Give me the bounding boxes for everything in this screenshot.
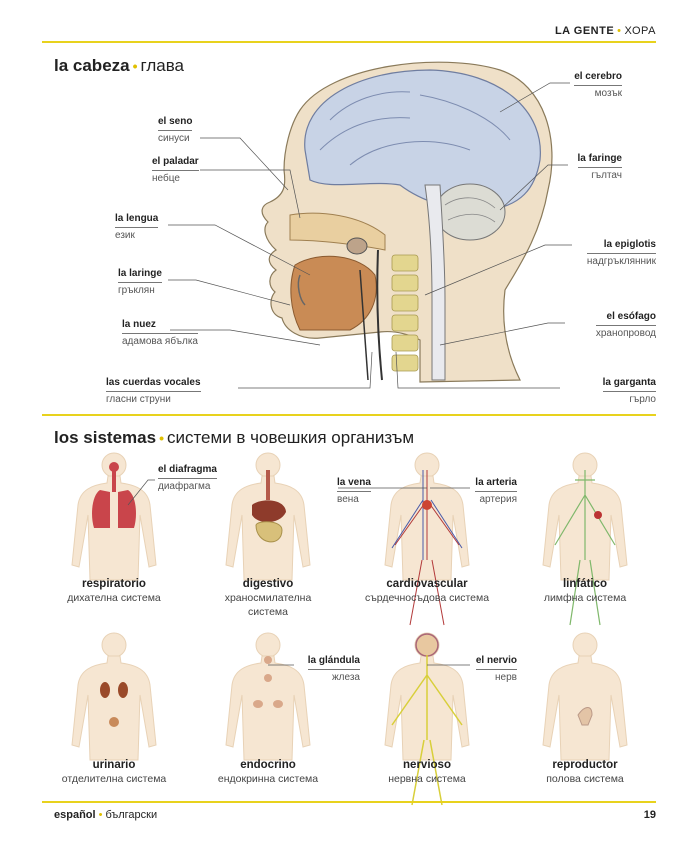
section-es: LA GENTE: [554, 25, 615, 37]
footer-lang-es: español: [54, 809, 96, 821]
separator-dot: •: [617, 25, 622, 37]
section-header: LA GENTE•ХОРА: [555, 25, 656, 37]
separator-dot: •: [132, 58, 138, 74]
digestive-organs: [252, 470, 286, 543]
mid-rule: [42, 414, 656, 416]
glands: [253, 656, 283, 708]
head-title-bg: глава: [140, 56, 185, 75]
brain: [304, 69, 541, 211]
lungs: [92, 462, 136, 528]
head-title-es: la cabeza: [54, 56, 130, 75]
reproductive-organs: [577, 707, 593, 726]
section-bg: ХОРА: [624, 25, 656, 37]
spinal-cord: [424, 184, 446, 381]
systems-title: los sistemas•системи в човешкия организъ…: [54, 428, 414, 448]
bottom-rule: [42, 801, 656, 803]
separator-dot: •: [159, 430, 164, 446]
tongue: [290, 255, 377, 331]
top-rule: [42, 41, 656, 43]
footer-language: español•български: [54, 809, 157, 821]
systems-title-bg: системи в човешкия организъм: [166, 428, 415, 447]
nerves: [391, 633, 463, 806]
blood-vessels: [391, 470, 463, 626]
lymph-vessels: [554, 470, 616, 626]
kidneys: [100, 682, 128, 727]
separator-dot: •: [98, 809, 103, 821]
systems-title-es: los sistemas: [54, 428, 157, 447]
head-title: la cabeza•глава: [54, 56, 184, 76]
page-number: 19: [643, 809, 656, 821]
footer-lang-bg: български: [105, 809, 158, 821]
